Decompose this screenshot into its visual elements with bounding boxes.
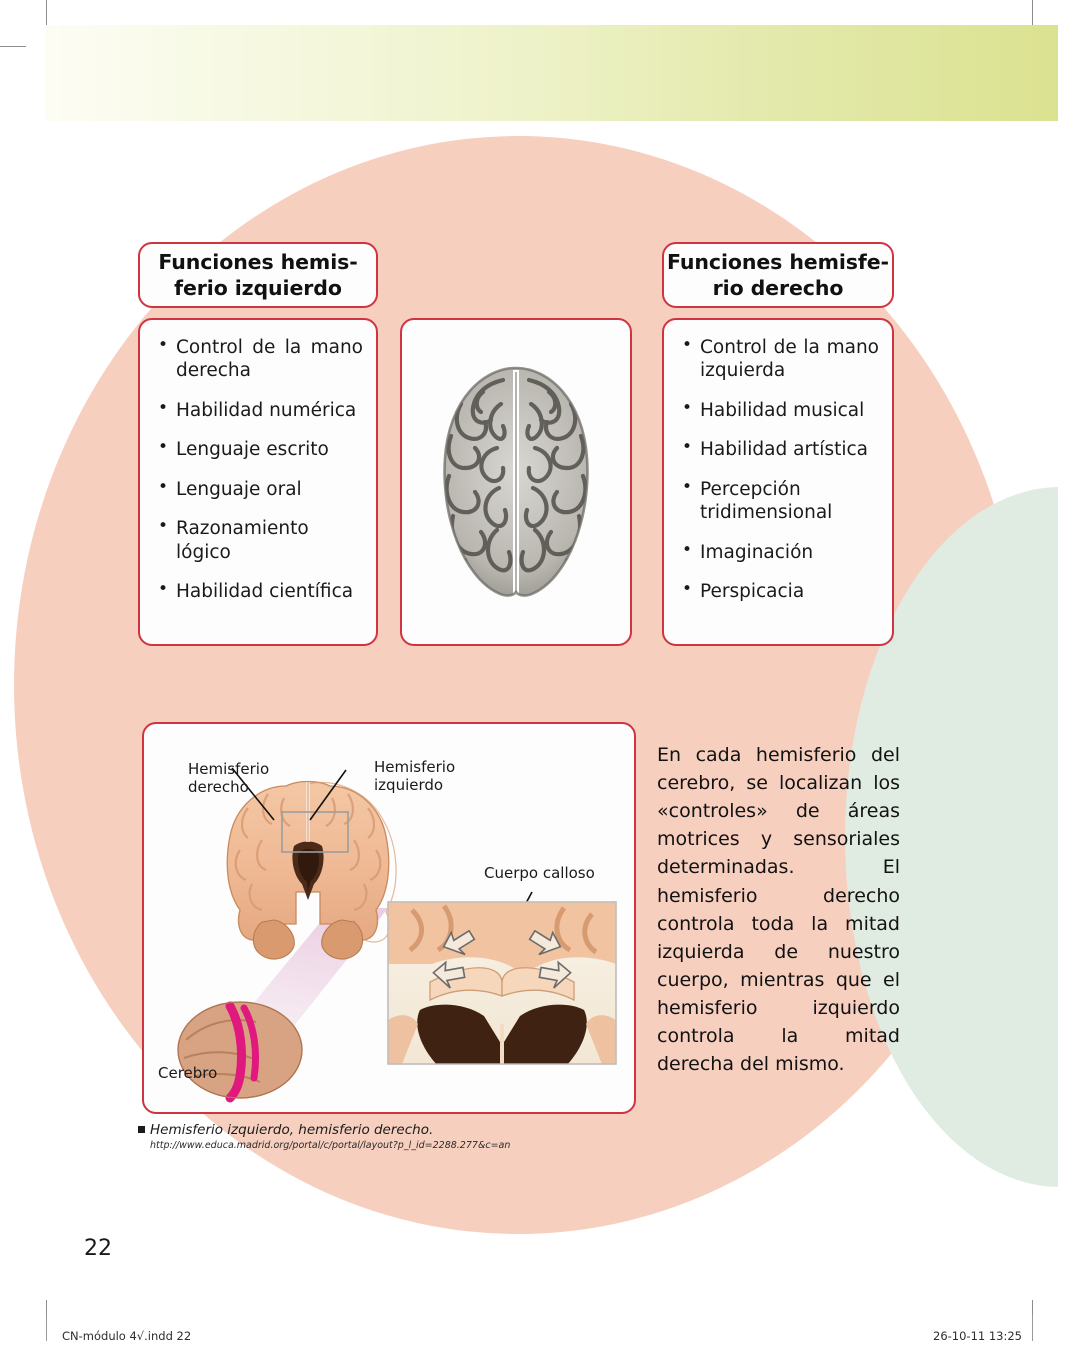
magnified-inset: [387, 901, 617, 1065]
list-item: Control de la mano derecha: [154, 335, 363, 383]
list-item: Habilidad artística: [678, 437, 879, 461]
right-hemisphere-title: Funciones hemisfe- rio derecho: [667, 249, 889, 301]
crop-mark-bottom-left-vertical: [46, 1300, 47, 1326]
list-item: Perspicacia: [678, 579, 879, 603]
list-item: Imaginación: [678, 540, 879, 564]
brain-photo-card: [400, 318, 632, 646]
figure-label-corpus-callosum: Cuerpo calloso: [484, 864, 595, 882]
list-item: Control de la mano izquierda: [678, 335, 879, 383]
crop-mark-top-left-vertical: [46, 0, 47, 26]
list-item: Habilidad musical: [678, 398, 879, 422]
figure-caption-title: Hemisferio izquierdo, hemisferio derecho…: [138, 1122, 658, 1138]
print-footer-timestamp: 26-10-11 13:25: [933, 1329, 1022, 1343]
crop-mark-top-right-vertical: [1032, 0, 1033, 26]
print-footer-filename: CN-módulo 4√.indd 22: [62, 1329, 192, 1343]
header-gradient-band: [46, 25, 1058, 121]
left-hemisphere-functions-card: Control de la mano derecha Habilidad num…: [138, 318, 378, 646]
list-item: Percepción tridimensional: [678, 477, 879, 525]
figure-caption-title-text: Hemisferio izquierdo, hemisferio derecho…: [150, 1122, 434, 1138]
list-item: Razonamiento lógico: [154, 516, 363, 564]
left-hemisphere-title-line2: ferio izquierdo: [174, 276, 342, 300]
coronal-section: [226, 780, 397, 960]
figure-label-left-hemisphere-line2: izquierdo: [374, 776, 444, 794]
list-item: Lenguaje oral: [154, 477, 363, 501]
right-hemisphere-title-line2: rio derecho: [712, 276, 844, 300]
cerebrum-lateral-view: [177, 1001, 303, 1103]
figure-label-cerebrum: Cerebro: [158, 1064, 218, 1082]
right-hemisphere-title-line1: Funciones hemisfe-: [667, 249, 889, 274]
left-hemisphere-title-line1: Funciones hemis-: [158, 249, 358, 274]
left-hemisphere-title: Funciones hemis- ferio izquierdo: [158, 249, 357, 301]
brain-cross-section-figure-card: Hemisferio derecho Hemisferio izquierdo …: [142, 722, 636, 1114]
figure-caption: Hemisferio izquierdo, hemisferio derecho…: [138, 1122, 658, 1151]
left-hemisphere-functions-list: Control de la mano derecha Habilidad num…: [140, 320, 376, 604]
right-hemisphere-functions-card: Control de la mano izquierda Habilidad m…: [662, 318, 894, 646]
brain-cross-section-illustration: [177, 767, 617, 1103]
explanatory-paragraph: En cada hemisferio del cerebro, se local…: [657, 744, 900, 1076]
crop-mark-bottom-right-vertical: [1032, 1300, 1033, 1326]
brain-top-view-photo-icon: [443, 366, 589, 597]
page-number: 22: [84, 1236, 112, 1261]
figure-label-right-hemisphere-line2: derecho: [188, 778, 249, 796]
right-hemisphere-functions-list: Control de la mano izquierda Habilidad m…: [664, 320, 892, 604]
list-item: Lenguaje escrito: [154, 437, 363, 461]
figure-label-right-hemisphere: Hemisferio derecho: [188, 760, 269, 796]
figure-label-left-hemisphere: Hemisferio izquierdo: [374, 758, 455, 794]
right-hemisphere-title-card: Funciones hemisfe- rio derecho: [662, 242, 894, 308]
right-margin-mask: [1058, 0, 1080, 1355]
crop-mark-top-left-horizontal: [0, 46, 26, 47]
list-item: Habilidad científica: [154, 579, 363, 603]
left-hemisphere-title-card: Funciones hemis- ferio izquierdo: [138, 242, 378, 308]
footer-crop-rule-right: [1032, 1315, 1033, 1341]
footer-crop-rule-left: [46, 1315, 47, 1341]
figure-caption-source-url: http://www.educa.madrid.org/portal/c/por…: [150, 1140, 511, 1151]
list-item: Habilidad numérica: [154, 398, 363, 422]
caption-bullet-square-icon: [138, 1126, 145, 1133]
figure-label-left-hemisphere-line1: Hemisferio: [374, 758, 456, 776]
figure-label-right-hemisphere-line1: Hemisferio: [188, 760, 270, 778]
